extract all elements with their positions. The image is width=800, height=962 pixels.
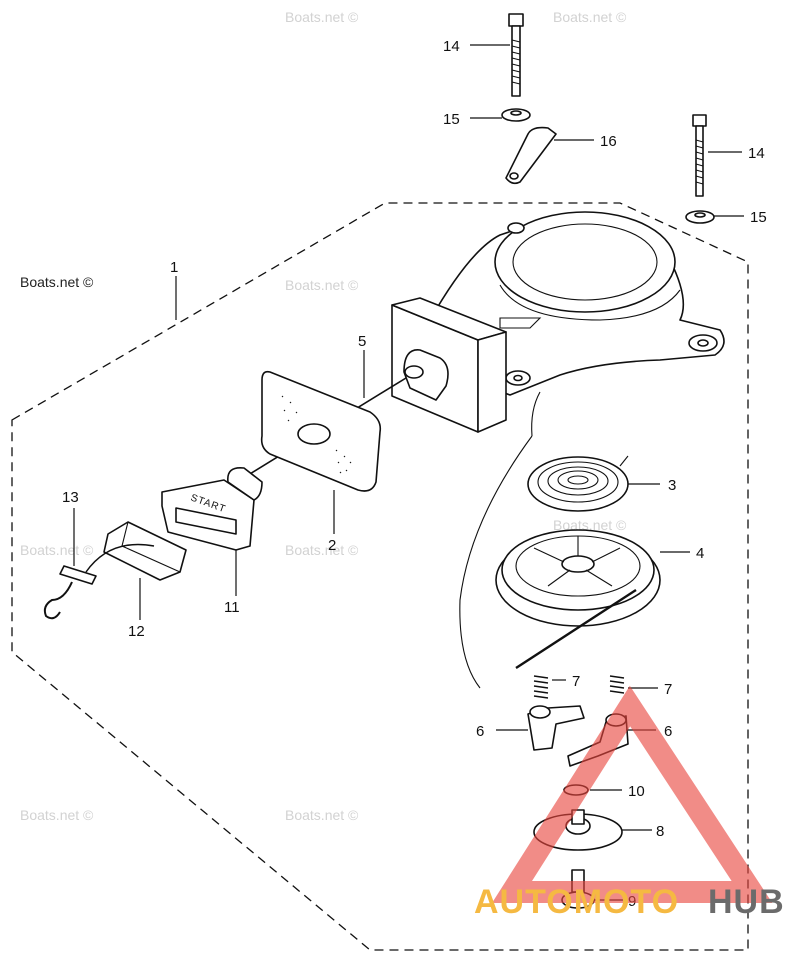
callout-2: 2: [328, 537, 336, 554]
callout-3: 3: [668, 477, 676, 494]
clip-16: [505, 126, 557, 185]
callout-7: 7: [664, 681, 672, 698]
callout-12: 12: [128, 623, 145, 640]
watermark: Boats.net ©: [285, 542, 359, 558]
watermark: Boats.net ©: [285, 277, 359, 293]
watermark: Boats.net ©: [20, 807, 94, 823]
callouts: 14 15 16 14 15 1 5 3 2 4 13 11 12 7 7 6 …: [62, 38, 767, 910]
callout-16: 16: [600, 133, 617, 150]
callout-13: 13: [62, 489, 79, 506]
callout-14: 14: [443, 38, 460, 55]
watermark: Boats.net ©: [285, 9, 359, 25]
callout-15: 15: [750, 209, 767, 226]
callout-6: 6: [664, 723, 672, 740]
callout-15: 15: [443, 111, 460, 128]
watermark: Boats.net ©: [285, 807, 359, 823]
ratchet-6-left: [527, 705, 585, 751]
callout-5: 5: [358, 333, 366, 350]
logo-word-hub: HUB: [708, 883, 785, 921]
leader-lines: [73, 44, 744, 901]
washer-15-right: [685, 210, 715, 224]
callout-14: 14: [748, 145, 765, 162]
assembly-boundary: [11, 202, 749, 951]
callout-7: 7: [572, 673, 580, 690]
recoil-spring: [527, 455, 629, 512]
callout-1: 1: [170, 259, 178, 276]
automotohub-logo: AUTOMOTO HUB: [474, 685, 785, 921]
bolt-14-left: [508, 13, 524, 97]
watermark-main: Boats.net ©: [20, 274, 94, 290]
callout-4: 4: [696, 545, 704, 562]
rope-slack-path: [459, 435, 533, 689]
logo-word-auto: AUTOMOTO: [474, 883, 679, 921]
callout-8: 8: [656, 823, 664, 840]
rope-guide-plate: [260, 370, 382, 492]
callout-6: 6: [476, 723, 484, 740]
callout-10: 10: [628, 783, 645, 800]
watermark: Boats.net ©: [553, 9, 627, 25]
starter-handle: START: [161, 466, 263, 551]
spring-7-right: [609, 675, 625, 694]
watermark: Boats.net ©: [20, 542, 94, 558]
washer-15-left: [501, 108, 531, 122]
watermark: Boats.net ©: [553, 517, 627, 533]
starter-pulley: [495, 529, 661, 670]
rope-hook: [43, 543, 155, 620]
spring-7-left: [533, 675, 549, 699]
callout-11: 11: [224, 599, 240, 616]
bolt-14-right: [692, 114, 707, 197]
starter-housing: [391, 211, 725, 437]
